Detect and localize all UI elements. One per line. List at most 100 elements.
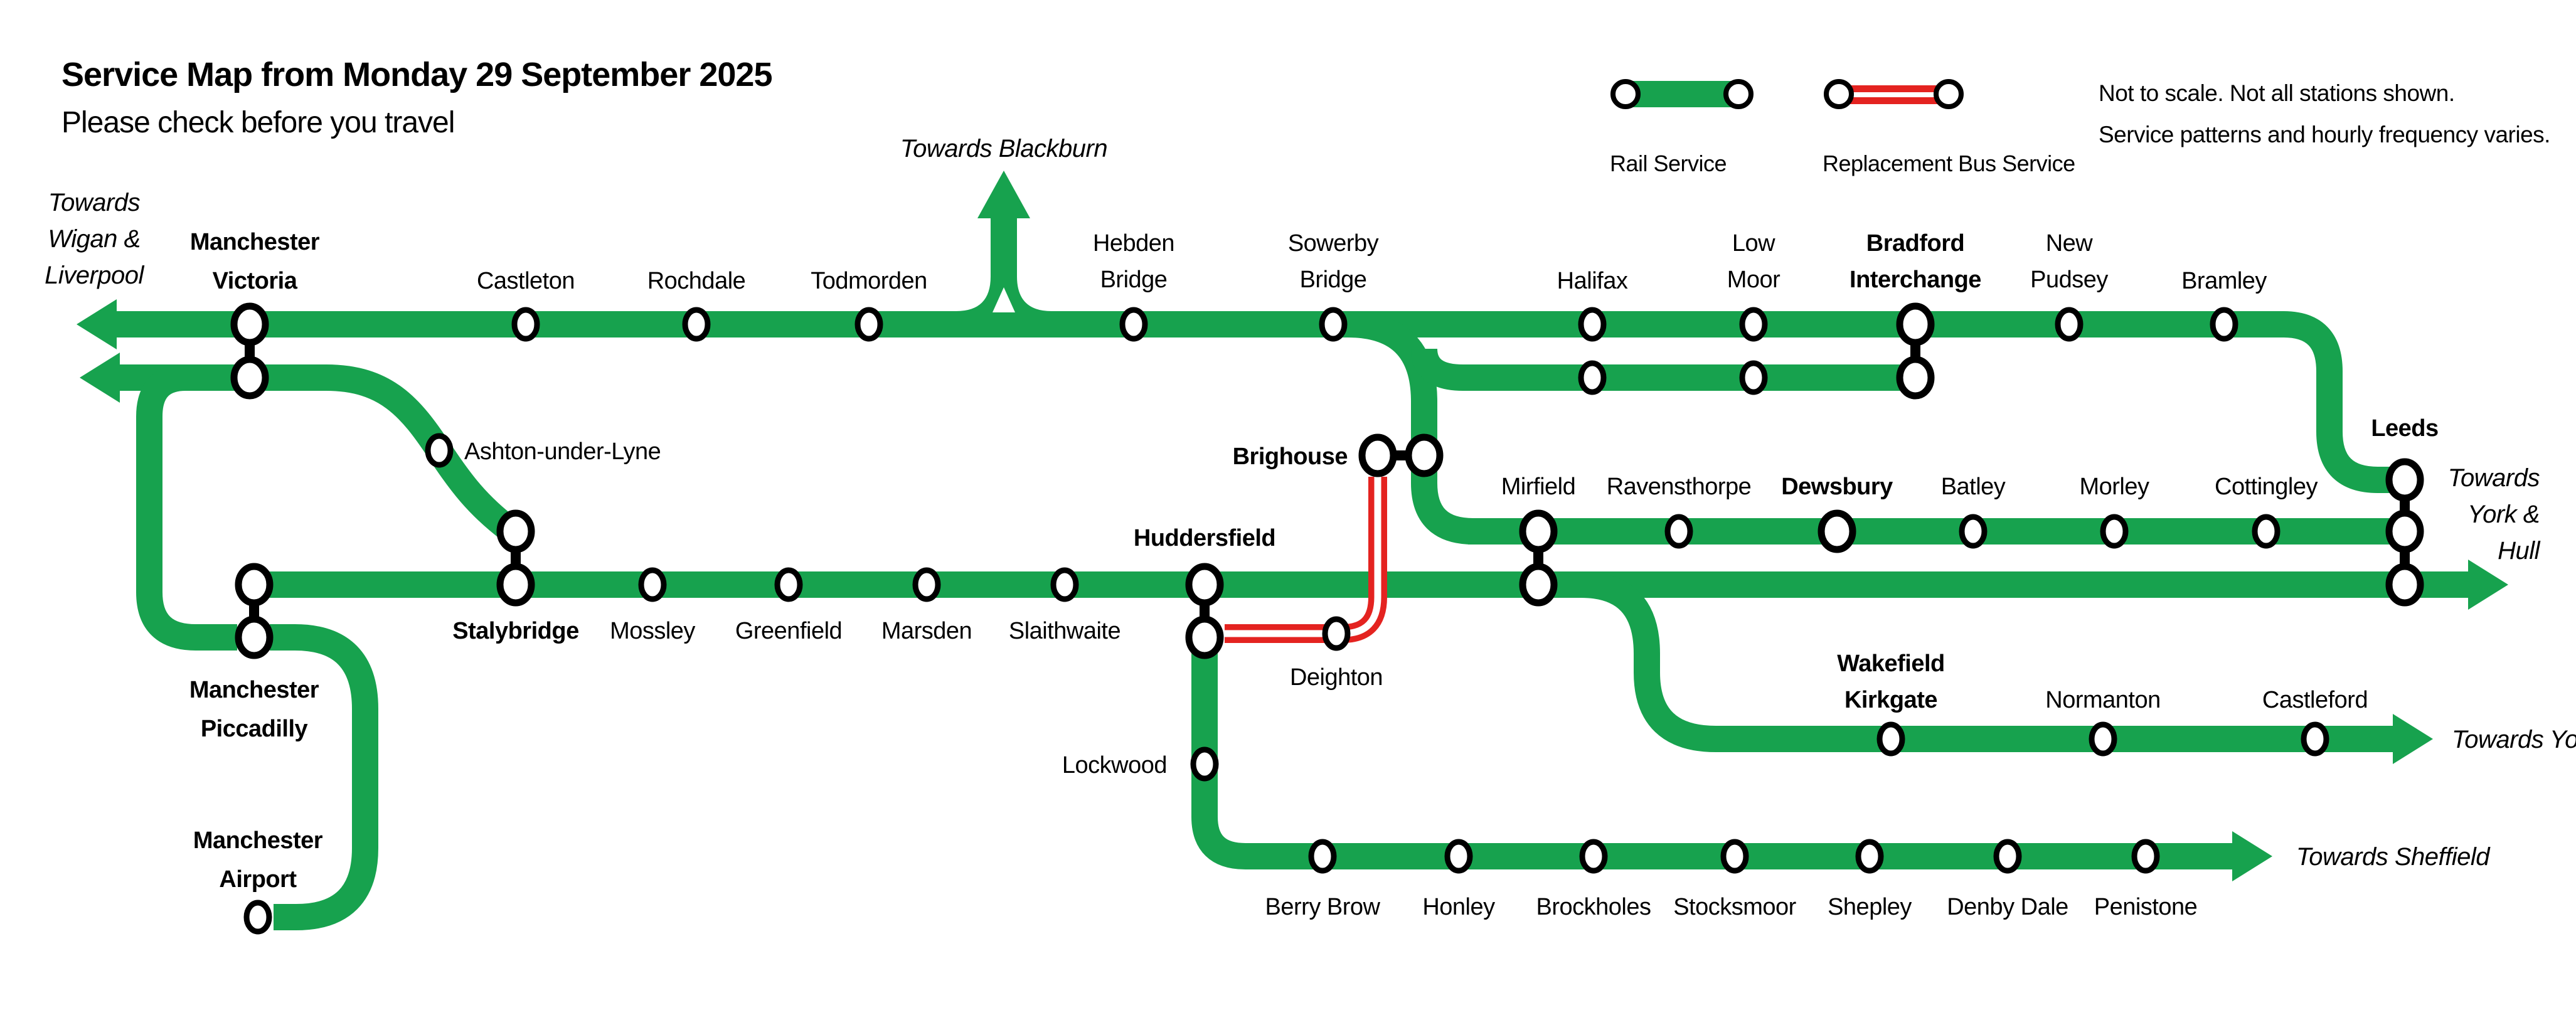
- label-cottingley: Cottingley: [2215, 474, 2318, 500]
- station-slaithwaite: [1050, 567, 1079, 602]
- arrow-east-sheffield-icon: [2232, 831, 2272, 881]
- station-cottingley: [2252, 514, 2281, 549]
- station-manchester-victoria-lower: [230, 356, 269, 400]
- bus-route-huddersfield-deighton-brighouse-bus: [1225, 477, 1387, 643]
- station-wakefield-kirkgate: [1876, 721, 1905, 757]
- arrow-west-wigan-liverpool-lower-icon: [80, 353, 120, 403]
- label-hebden-bridge-1: Hebden: [1093, 230, 1174, 257]
- label-berry-brow: Berry Brow: [1265, 894, 1381, 920]
- station-mossley: [638, 567, 667, 602]
- station-penistone: [2131, 839, 2160, 874]
- station-brockholes: [1579, 839, 1608, 874]
- legend-note-line-1: Not to scale. Not all stations shown.: [2099, 80, 2455, 106]
- station-low-moor-upper: [1739, 307, 1768, 342]
- label-towards-wigan-liverpool-1: Towards: [48, 189, 141, 216]
- legend-bus-service-label: Replacement Bus Service: [1823, 151, 2075, 176]
- station-stocksmoor: [1720, 839, 1749, 874]
- bus-service-station-icon: [1824, 79, 1854, 109]
- label-bradford-interchange-1: Bradford: [1866, 230, 1964, 257]
- label-deighton: Deighton: [1290, 664, 1383, 691]
- rail-service-line-icon: [1625, 81, 1738, 107]
- label-towards-wigan-liverpool-2: Wigan &: [48, 225, 140, 253]
- station-bramley: [2210, 307, 2238, 342]
- label-greenfield: Greenfield: [735, 618, 842, 644]
- label-low-moor-2: Moor: [1727, 267, 1780, 293]
- station-lockwood: [1190, 746, 1219, 782]
- label-stocksmoor: Stocksmoor: [1673, 894, 1796, 920]
- label-towards-york-hull-3: Hull: [2498, 537, 2541, 565]
- station-brighouse-east: [1405, 433, 1444, 477]
- station-hebden-bridge: [1119, 307, 1148, 342]
- label-towards-wigan-liverpool-3: Liverpool: [45, 262, 144, 289]
- label-rochdale: Rochdale: [647, 268, 746, 294]
- station-berry-brow: [1308, 839, 1337, 874]
- label-brighouse: Brighouse: [1233, 444, 1348, 470]
- label-bradford-interchange-2: Interchange: [1850, 267, 1981, 293]
- label-towards-york-hull-1: Towards: [2448, 464, 2540, 492]
- station-ravensthorpe: [1664, 514, 1693, 549]
- label-towards-york-hull-2: York &: [2467, 501, 2540, 528]
- label-castleford: Castleford: [2262, 687, 2368, 713]
- station-deighton: [1322, 616, 1351, 651]
- station-mirfield-lower: [1519, 563, 1558, 607]
- label-towards-york: Towards York: [2452, 726, 2576, 753]
- arrow-east-york-icon: [2393, 714, 2433, 764]
- route-calder-valley-line-to-leeds: [114, 311, 2405, 493]
- label-denby-dale: Denby Dale: [1947, 894, 2068, 920]
- bus-service-line-icon: [1838, 97, 1948, 104]
- station-greenfield: [774, 567, 803, 602]
- label-normanton: Normanton: [2045, 687, 2160, 713]
- route-victoria-piccadilly-link: [136, 364, 250, 651]
- station-stalybridge-upper: [496, 509, 535, 553]
- label-manchester-victoria-1: Manchester: [190, 229, 320, 255]
- label-low-moor-1: Low: [1732, 230, 1775, 257]
- label-dewsbury: Dewsbury: [1781, 474, 1893, 500]
- legend-note-line-2: Service patterns and hourly frequency va…: [2099, 122, 2550, 147]
- label-sowerby-bridge-2: Bridge: [1300, 267, 1367, 293]
- station-sowerby-bridge: [1319, 307, 1348, 342]
- station-bradford-interchange-upper: [1896, 302, 1935, 346]
- bus-service-station-icon: [1934, 79, 1964, 109]
- label-wakefield-kirkgate-2: Kirkgate: [1844, 687, 1937, 713]
- station-mirfield-upper: [1519, 509, 1558, 553]
- station-shepley: [1855, 839, 1884, 874]
- station-huddersfield-upper: [1185, 563, 1224, 607]
- label-manchester-victoria-2: Victoria: [213, 268, 298, 294]
- label-stalybridge: Stalybridge: [452, 618, 578, 644]
- route-halifax-bradford-lower-line: [1411, 348, 1915, 391]
- label-sowerby-bridge-1: Sowerby: [1288, 230, 1379, 257]
- label-slaithwaite: Slaithwaite: [1009, 618, 1120, 644]
- station-brighouse-west: [1358, 433, 1397, 477]
- station-normanton: [2089, 721, 2117, 757]
- route-sowerby-brighouse-branch: [1347, 311, 1474, 545]
- label-brockholes: Brockholes: [1536, 894, 1651, 920]
- legend-rail-service-label: Rail Service: [1610, 151, 1727, 176]
- label-manchester-airport-1: Manchester: [193, 827, 323, 854]
- label-penistone: Penistone: [2094, 894, 2198, 920]
- station-halifax-lower: [1578, 360, 1607, 395]
- label-batley: Batley: [1941, 474, 2006, 500]
- station-leeds-middle: [2385, 509, 2424, 553]
- label-new-pudsey-1: New: [2046, 230, 2094, 257]
- route-wakefield-branch: [1580, 571, 2395, 752]
- label-shepley: Shepley: [1828, 894, 1912, 920]
- route-airport-line: [270, 624, 378, 930]
- station-manchester-piccadilly-lower: [235, 615, 274, 659]
- station-manchester-piccadilly-upper: [235, 563, 274, 607]
- label-hebden-bridge-2: Bridge: [1100, 267, 1168, 293]
- label-new-pudsey-2: Pudsey: [2030, 267, 2108, 293]
- station-halifax-upper: [1578, 307, 1607, 342]
- label-lockwood: Lockwood: [1062, 752, 1167, 778]
- station-huddersfield-lower: [1185, 615, 1224, 659]
- station-leeds-lower: [2385, 563, 2424, 607]
- station-batley: [1959, 514, 1988, 549]
- blackburn-flare-right: [1017, 277, 1051, 311]
- label-leeds: Leeds: [2371, 415, 2438, 442]
- label-halifax: Halifax: [1557, 268, 1628, 294]
- label-mossley: Mossley: [610, 618, 695, 644]
- page-subtitle: Please check before you travel: [61, 106, 455, 139]
- rail-service-station-icon: [1610, 79, 1641, 109]
- label-ashton-under-lyne: Ashton-under-Lyne: [464, 438, 661, 465]
- label-towards-blackburn: Towards Blackburn: [900, 135, 1107, 162]
